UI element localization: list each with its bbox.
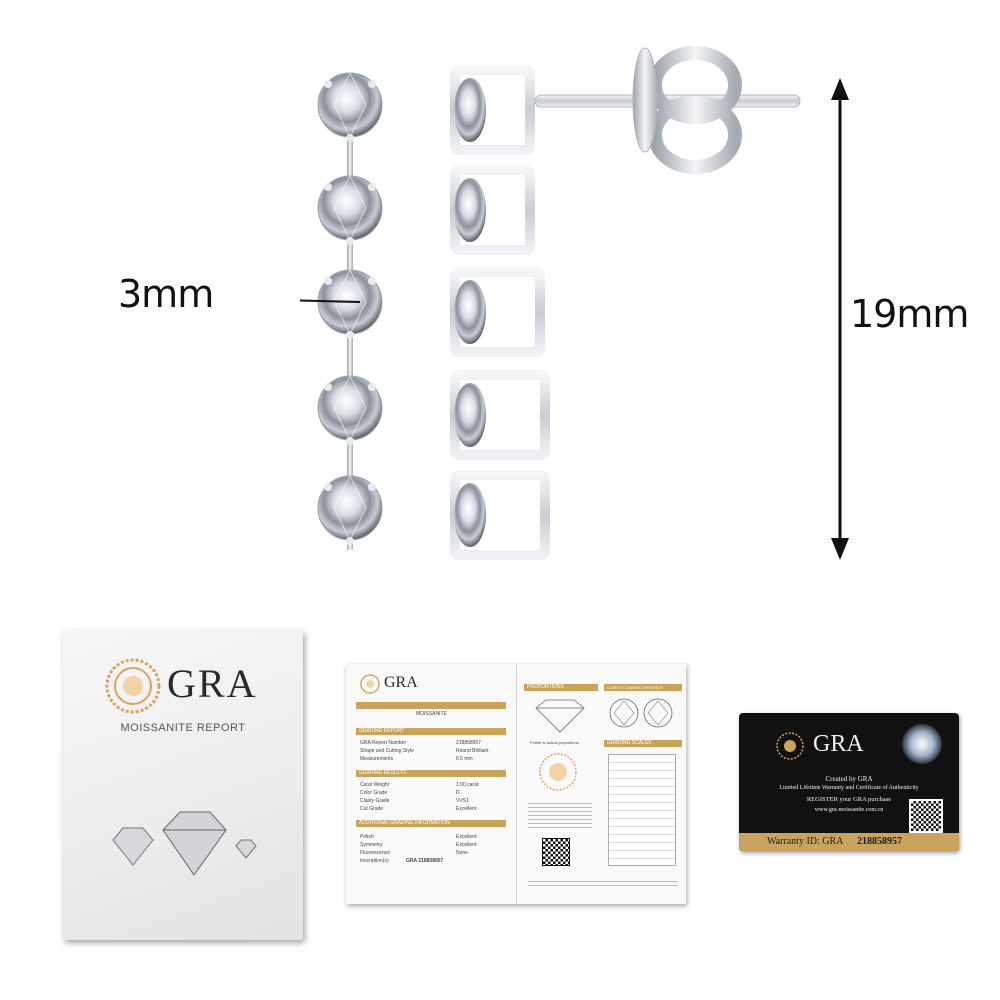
clarity-diagram [609,698,673,728]
row-label: Polish [360,834,374,840]
booklet-disclaimer [528,878,678,886]
row-value: 1.00 carat [456,782,479,788]
row-label: Cut Grade [360,806,384,812]
report-cover-brand: GRA [167,661,258,706]
side-setting-5 [450,470,550,560]
report-cover: GRA MOISSANITE REPORT [63,630,303,940]
front-stone-3 [317,268,383,339]
row-value: None [456,850,468,856]
section-grading-scales: GRADING SCALES [604,740,682,747]
card-brand: GRA [813,731,864,757]
row-label: Symmetry [360,842,383,848]
row-label: Measurements [360,756,394,762]
warranty-id-value: 218858957 [857,836,902,847]
warranty-card: GRA Created by GRA Limited Lifetime Warr… [739,713,959,851]
row-value: Round Brilliant [456,748,489,754]
booklet-left-page: GRA MOISSANITE GRADING REPORT GRA Report… [346,664,517,904]
row-value: GRA 218858957 [406,858,444,864]
row-label: Color Grade [360,790,388,796]
side-setting-4 [450,370,550,460]
row-label: GRA Report Number [360,740,407,746]
row-value: Excellent [456,834,477,840]
length-arrow [831,78,849,560]
side-setting-3 [450,267,545,357]
booklet-right-page: PROPORTIONS CLARITY CHARACTERISTICS Prof… [518,664,686,904]
section-clarity: CLARITY CHARACTERISTICS [604,684,682,691]
card-line-2: Limited Lifetime Warranty and Certificat… [779,785,919,791]
butterfly-back [632,46,742,174]
front-stone-1 [317,71,383,142]
section-grading-report: GRADING REPORT [356,728,506,735]
card-line-4: www.gra-moissanite.com.cn [814,807,884,813]
report-booklet: GRA MOISSANITE GRADING REPORT GRA Report… [346,664,686,904]
row-value: VVS1 [456,798,469,804]
stone-size-leader-line [300,299,361,303]
section-grading-results: GRADING RESULTS [356,770,506,777]
front-stone-2 [317,174,383,245]
row-label: Carat Weight [360,782,390,788]
row-value: 218858957 [456,740,482,746]
row-value: Excellent [456,806,477,812]
booklet-brand: GRA [384,674,418,691]
side-setting-1 [450,65,535,155]
section-additional-info: ADDITIONAL GRADING INFORMATION [356,820,506,827]
report-cover-title: MOISSANITE REPORT [120,722,246,734]
card-line-1: Created by GRA [825,775,873,783]
row-label: Shape and Cutting Style [360,748,414,754]
section-proportions: PROPORTIONS [524,684,598,691]
side-setting-2 [450,165,535,255]
grading-scales-table [608,754,676,866]
row-value: 6.5 mm [456,756,473,762]
gra-seal-icon [360,674,380,694]
booklet-subtitle: MOISSANITE [416,711,447,717]
gra-seal-icon [539,753,577,791]
card-line-3: REGISTER your GRA purchase [806,796,892,803]
front-stone-5 [317,474,383,545]
earring-illustration [300,46,801,560]
gra-seal-icon [776,732,804,760]
proportions-note: Profile to actual proportions [530,740,579,745]
warranty-id-label: Warranty ID: GRA [767,836,844,847]
stone-size-label: 3mm [118,272,214,316]
row-label: Fluorescence [360,850,391,856]
card-qr-code [909,799,943,833]
gra-seal-icon [105,658,161,714]
length-label: 19mm [850,292,969,336]
diamond-icon [902,724,942,764]
row-value: D [456,790,460,796]
diamond-icons [112,811,257,876]
front-stone-4 [317,374,383,445]
row-label: Inscription(s) [360,858,389,864]
proportions-diagram [535,699,585,733]
card-gold-strip: Warranty ID: GRA 218858957 [739,833,959,851]
row-label: Clarity Grade [360,798,390,804]
row-value: Excellent [456,842,477,848]
qr-code [542,838,570,866]
booklet-text-block [528,800,592,828]
